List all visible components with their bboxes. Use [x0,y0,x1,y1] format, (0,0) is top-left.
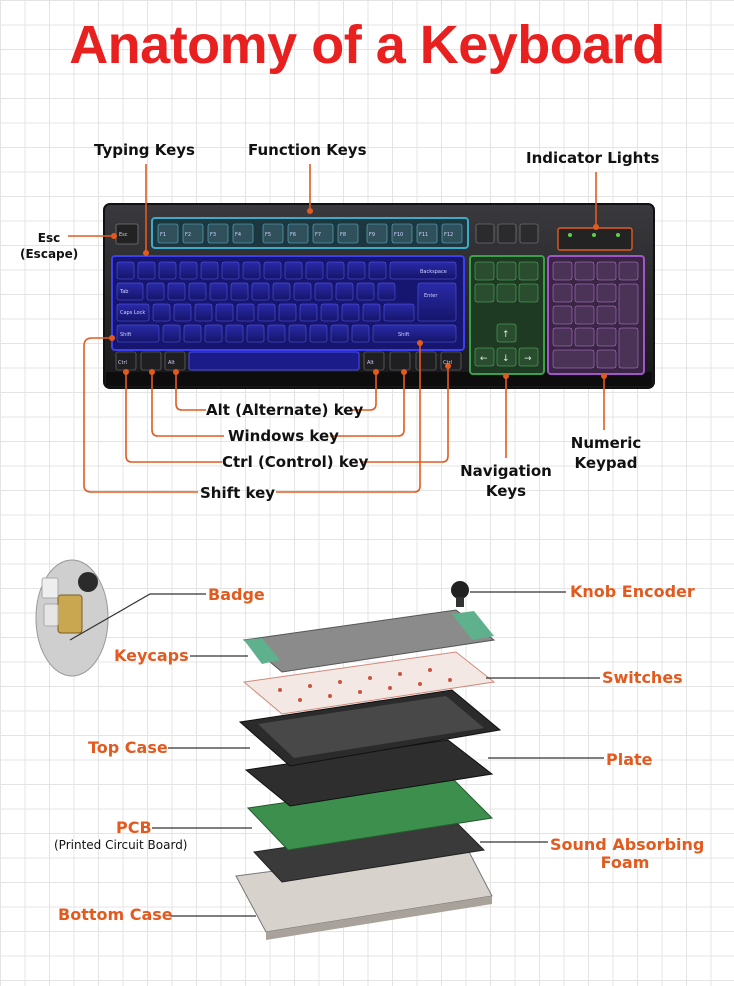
ctrl-key-label: Ctrl [443,360,452,366]
svg-text:↑: ↑ [502,330,510,340]
shift-key-label-right: Shift [398,332,409,338]
numeric-keypad-label-2: Keypad [574,454,638,472]
top-case-label: Top Case [88,738,168,757]
function-key-label: F11 [419,232,428,238]
function-key-label: F6 [290,232,296,238]
alt-key-label: Alt [367,360,374,366]
function-key-label: F5 [265,232,271,238]
badge-label: Badge [208,585,265,604]
bottom-case-label: Bottom Case [58,905,173,924]
navigation-keys-label-2: Keys [485,482,527,500]
function-keys-label: Function Keys [248,141,367,159]
typing-key-grid [116,261,457,343]
function-key-label: F2 [185,232,191,238]
backspace-key-label: Backspace [420,269,447,275]
esc-key-label: Esc [119,232,128,238]
switches-shape [242,651,496,715]
top-leader-lines [68,164,605,493]
left-windows-key [140,351,162,371]
caps-key-label: Caps Lock [120,310,145,316]
sound-foam-label-1: Sound Absorbing [550,835,705,854]
bottom-leader-lines [69,591,604,917]
knob-encoder-label: Knob Encoder [570,582,695,601]
shift-key-label-left: Shift [120,332,131,338]
right-windows-key [389,351,411,371]
indicator-lights [557,227,633,251]
function-key-label: F12 [444,232,453,238]
page-title: Anatomy of a Keyboard [69,15,665,75]
alt-key-label: Alt [168,360,175,366]
function-key-label: F4 [235,232,241,238]
ctrl-key-label: Ctrl [118,360,127,366]
svg-text:←: ← [480,354,488,364]
esc-sublabel: (Escape) [20,247,79,261]
function-keys-region [151,217,469,249]
svg-text:→: → [524,354,532,364]
function-key-label: F8 [340,232,346,238]
navigation-keys-label-1: Navigation [460,462,552,480]
shift-key-label: Shift key [200,484,276,502]
pcb-label: PCB [116,818,152,837]
typing-keys-label: Typing Keys [94,141,195,159]
alt-key-label: Alt (Alternate) key [206,401,364,419]
plate-label: Plate [606,750,653,769]
knob-shape [451,581,469,599]
function-key-label: F3 [210,232,216,238]
top-case-shape [238,689,502,767]
menu-key [415,351,437,371]
ctrl-key-label: Ctrl (Control) key [222,453,369,471]
switches-label: Switches [602,668,683,687]
keycaps-label: Keycaps [114,646,189,665]
sound-foam-label-2: Foam [600,853,650,872]
function-key-label: F1 [160,232,166,238]
function-key-group [157,223,463,244]
function-key-label: F9 [369,232,375,238]
svg-text:↓: ↓ [502,354,510,364]
function-key-label: F7 [315,232,321,238]
tab-key-label: Tab [119,289,128,295]
numeric-keypad-label-1: Numeric [570,434,642,452]
spacebar [188,351,360,371]
enter-key-label: Enter [424,293,438,299]
esc-label: Esc [37,231,61,245]
pcb-sublabel: (Printed Circuit Board) [54,838,188,852]
indicator-lights-label: Indicator Lights [526,149,660,167]
function-key-label: F10 [394,232,403,238]
windows-key-label: Windows key [228,427,339,445]
